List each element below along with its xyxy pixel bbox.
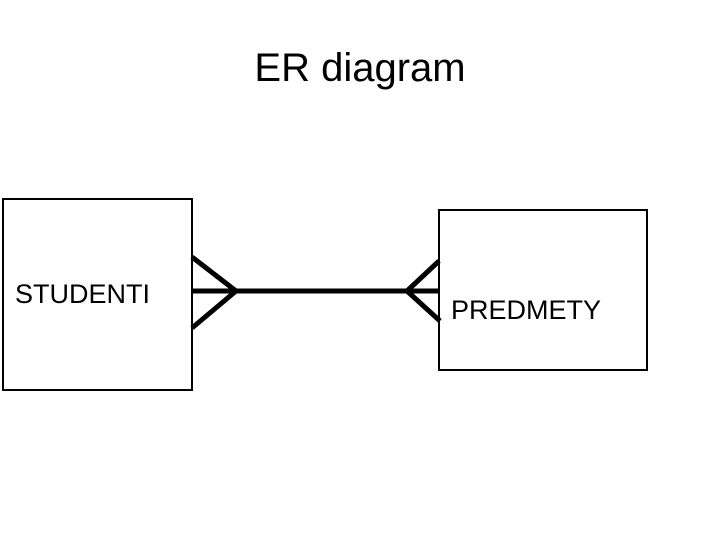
crowsfoot-right-lower-prong [405, 289, 442, 323]
entity-box-studenti[interactable] [2, 198, 193, 391]
entity-label-studenti: STUDENTI [15, 279, 150, 309]
crowsfoot-left-upper-prong [190, 255, 238, 293]
entity-label-predmety: PREDMETY [451, 295, 602, 325]
entity-box-predmety[interactable] [438, 209, 648, 371]
crowsfoot-right-upper-prong [405, 259, 441, 293]
page-title: ER diagram [254, 46, 466, 90]
crowsfoot-left-lower-prong [190, 289, 238, 330]
